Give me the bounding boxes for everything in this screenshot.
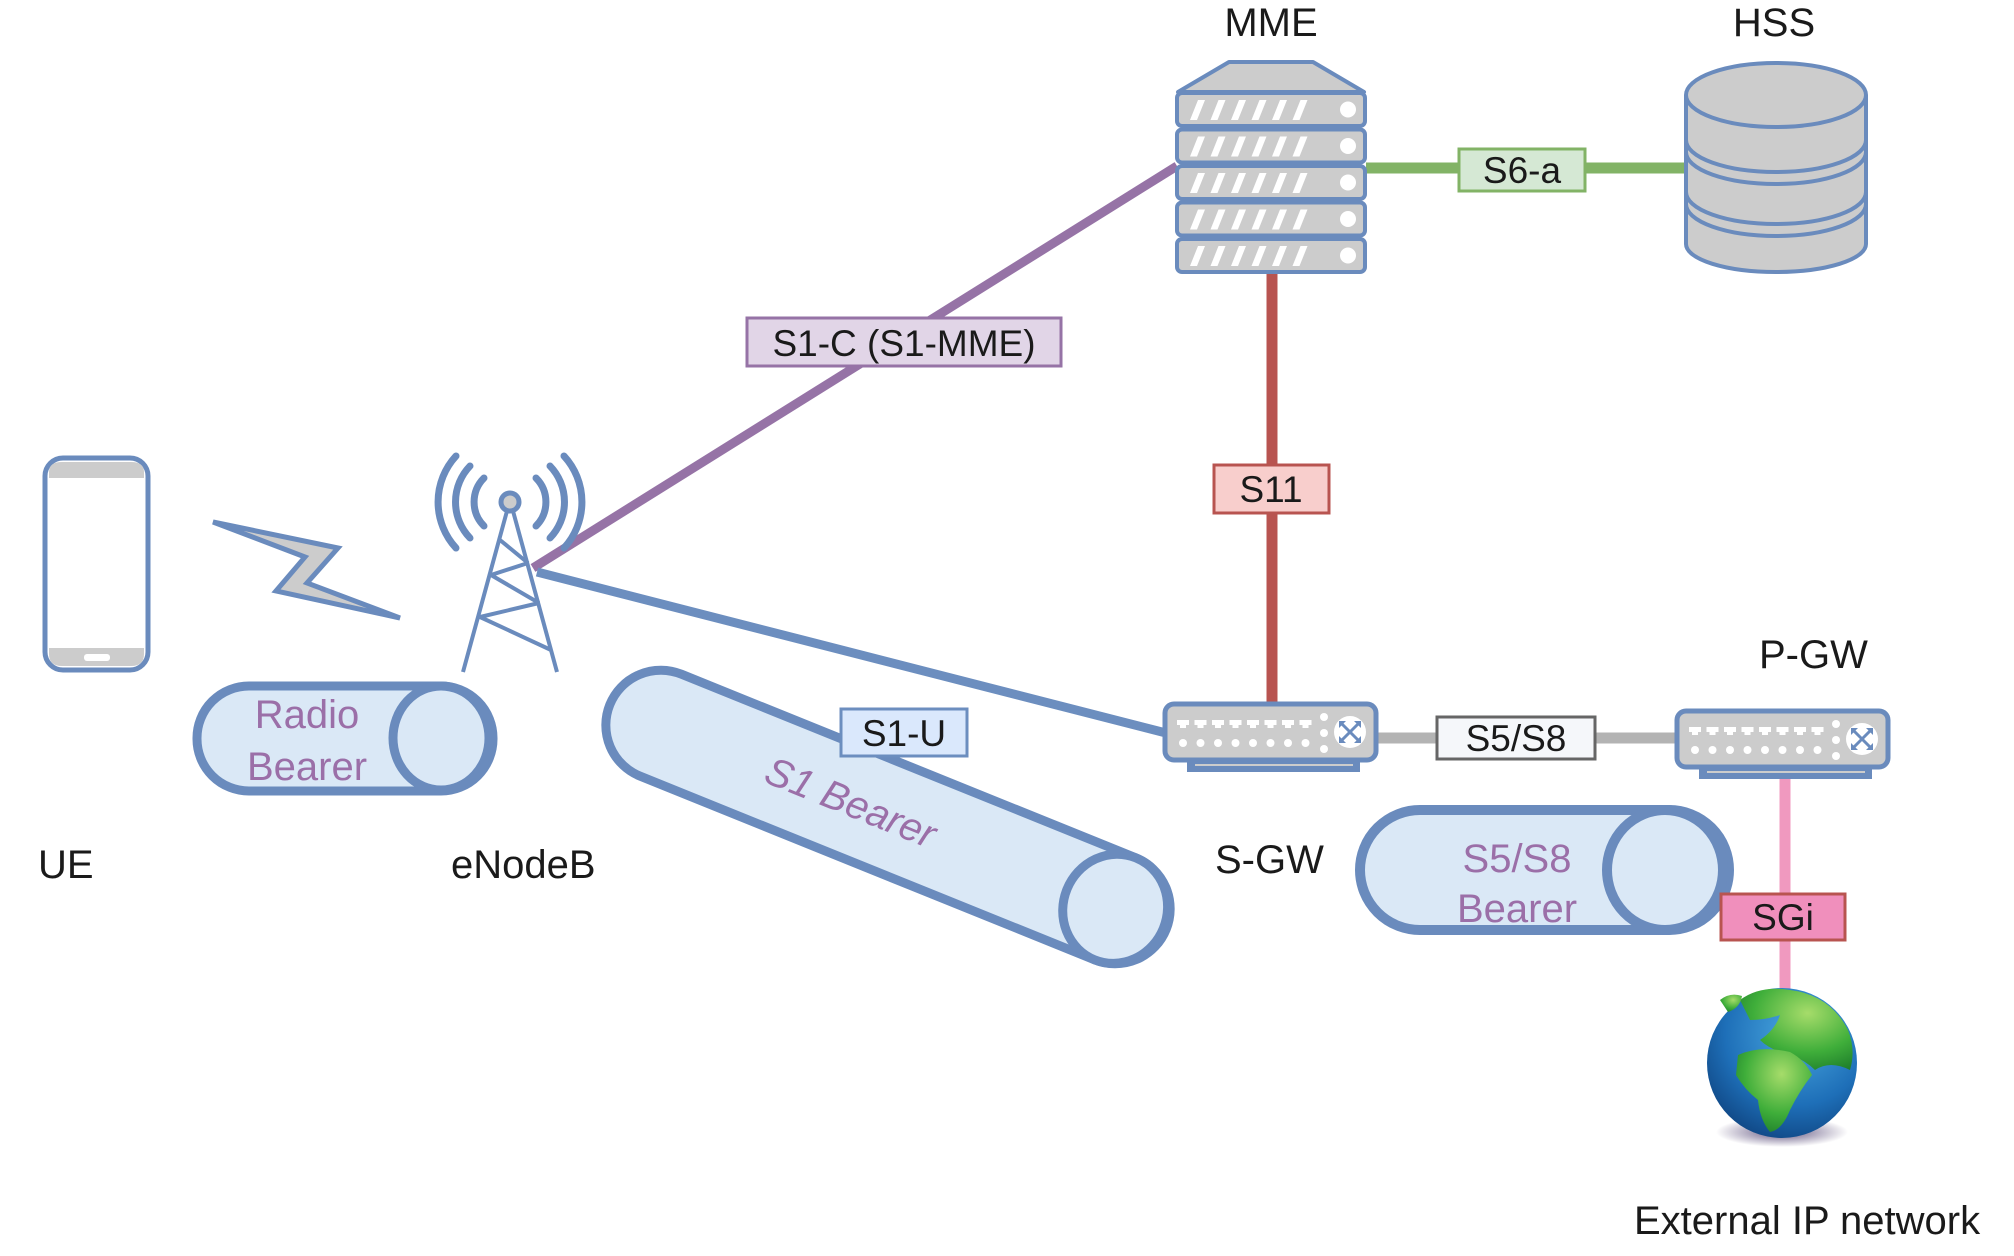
hss-label: HSS	[1733, 1, 1815, 45]
s5s8-bearer: S5/S8 Bearer	[1355, 805, 1734, 935]
s5s8-bearer-label-line1: S5/S8	[1463, 837, 1572, 881]
s6a-label-text: S6-a	[1483, 150, 1562, 191]
internet-label: External IP network	[1634, 1199, 1981, 1243]
smartphone-icon	[42, 455, 151, 673]
radio-bearer-label-line2: Bearer	[247, 745, 367, 789]
radio-bearer-label-line1: Radio	[255, 693, 360, 737]
sgw-label: S-GW	[1215, 838, 1324, 882]
server-unit	[1175, 164, 1367, 201]
s11-interface-label: S11	[1212, 463, 1331, 515]
server-unit	[1175, 91, 1367, 128]
s1u-label-text: S1-U	[862, 713, 946, 754]
server-unit	[1175, 127, 1367, 165]
s6a-interface-label: S6-a	[1457, 147, 1587, 193]
router-icon	[1674, 708, 1891, 779]
server-top	[1176, 60, 1366, 94]
enodeb-node[interactable]: eNodeB	[434, 452, 596, 887]
cell-tower-icon	[434, 452, 586, 673]
radio-link-lightning-icon	[212, 519, 401, 621]
mme-node[interactable]: MME	[1175, 1, 1367, 274]
server-unit	[1175, 237, 1367, 274]
globe-icon	[1707, 988, 1857, 1147]
pgw-node[interactable]: P-GW	[1674, 633, 1891, 779]
ue-label: UE	[38, 843, 94, 887]
internet-node[interactable]: External IP network	[1634, 988, 1981, 1243]
router-icon	[1162, 701, 1379, 772]
s1c-label-text: S1-C (S1-MME)	[772, 323, 1035, 364]
server-unit	[1175, 200, 1367, 238]
sgw-node[interactable]: S-GW	[1162, 701, 1379, 882]
pgw-label: P-GW	[1759, 633, 1868, 677]
server-rack-icon	[1175, 60, 1367, 274]
hss-node[interactable]: HSS	[1684, 1, 1868, 274]
enodeb-label: eNodeB	[451, 843, 596, 887]
s1c-interface-label: S1-C (S1-MME)	[745, 316, 1063, 368]
s5s8-bearer-label-line2: Bearer	[1457, 887, 1577, 931]
ue-node[interactable]: UE	[38, 455, 151, 887]
database-icon	[1684, 61, 1868, 274]
sgi-label-text: SGi	[1752, 897, 1814, 938]
s11-label-text: S11	[1239, 469, 1302, 510]
sgi-interface-label: SGi	[1719, 892, 1847, 942]
s5s8-label-text: S5/S8	[1466, 718, 1567, 759]
s1-bearer: S1 Bearer	[601, 665, 1175, 969]
mme-label: MME	[1224, 1, 1317, 45]
s1u-link	[535, 567, 1168, 738]
radio-bearer: Radio Bearer	[192, 681, 498, 796]
s1u-interface-label: S1-U	[839, 707, 969, 758]
s5s8-interface-label: S5/S8	[1435, 715, 1597, 761]
